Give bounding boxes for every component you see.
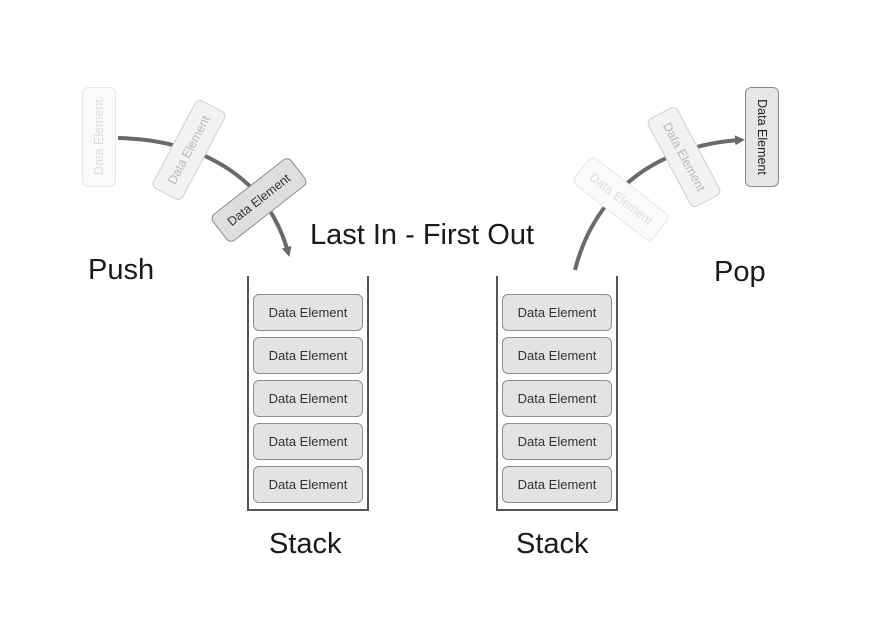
right-stack: Data Element Data Element Data Element D… — [496, 276, 618, 511]
lifo-title: Last In - First Out — [310, 219, 534, 251]
right-stack-element-2: Data Element — [502, 337, 612, 374]
right-stack-element-3: Data Element — [502, 380, 612, 417]
pop-trail-element-2: Data Element — [645, 104, 723, 210]
left-stack-label: Stack — [269, 528, 342, 560]
push-trail-element-3: Data Element — [209, 155, 309, 245]
push-trail-element-1: Data Element — [82, 87, 116, 187]
pop-label: Pop — [714, 256, 766, 288]
pop-trail-element-3: Data Element — [745, 87, 779, 187]
push-label: Push — [88, 254, 155, 286]
left-stack-element-3: Data Element — [253, 380, 363, 417]
right-stack-element-4: Data Element — [502, 423, 612, 460]
push-trail-element-2: Data Element — [150, 97, 228, 203]
right-stack-label: Stack — [516, 528, 589, 560]
left-stack-element-1: Data Element — [253, 294, 363, 331]
right-stack-element-5: Data Element — [502, 466, 612, 503]
left-stack-element-2: Data Element — [253, 337, 363, 374]
pop-trail-element-1: Data Element — [571, 154, 671, 244]
right-stack-element-1: Data Element — [502, 294, 612, 331]
left-stack-element-4: Data Element — [253, 423, 363, 460]
left-stack-element-5: Data Element — [253, 466, 363, 503]
left-stack: Data Element Data Element Data Element D… — [247, 276, 369, 511]
